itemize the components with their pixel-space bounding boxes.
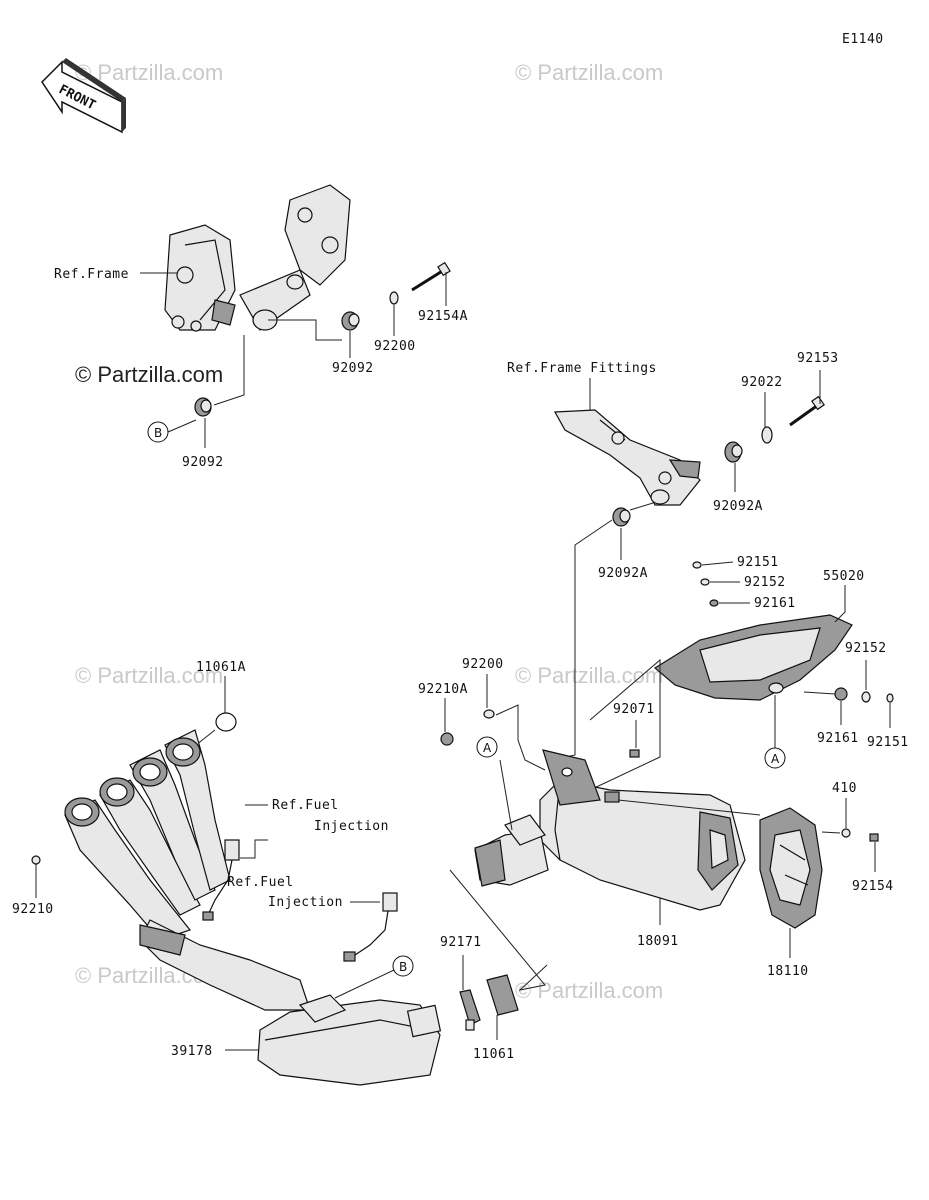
part-label-92171: 92171 bbox=[440, 935, 482, 950]
part-label-92161-b: 92161 bbox=[817, 731, 859, 746]
gasket-11061a-drawing bbox=[215, 712, 237, 732]
clamp-92171-drawing bbox=[459, 989, 481, 1031]
callout-b2-label: B bbox=[399, 960, 407, 974]
part-label-92153: 92153 bbox=[797, 351, 839, 366]
part-label-92152-a: 92152 bbox=[744, 575, 786, 590]
frame-fittings-drawing bbox=[554, 409, 701, 506]
part-label-18110: 18110 bbox=[767, 964, 809, 979]
gasket-11061-drawing bbox=[486, 974, 519, 1016]
cover-right-hardware-drawing bbox=[834, 687, 894, 703]
part-label-92161-a: 92161 bbox=[754, 596, 796, 611]
heat-cover-55020-drawing bbox=[653, 614, 853, 701]
part-label-92092A-a: 92092A bbox=[713, 499, 763, 514]
o2-sensor-1-drawing bbox=[202, 839, 240, 921]
part-label-92092A-b: 92092A bbox=[598, 566, 648, 581]
part-label-92154: 92154 bbox=[852, 879, 894, 894]
washer-92200-mid-drawing bbox=[483, 709, 495, 719]
muffler-cover-18110-drawing bbox=[759, 807, 823, 929]
bolt-92153-drawing bbox=[789, 395, 825, 427]
part-label-39178: 39178 bbox=[171, 1044, 213, 1059]
bolt-92154a-drawing bbox=[411, 261, 451, 292]
damper-92092-lower-drawing bbox=[194, 397, 212, 417]
part-label-92154A: 92154A bbox=[418, 309, 468, 324]
washer-92022-drawing bbox=[761, 426, 773, 444]
cover-hardware-drawing bbox=[692, 561, 719, 607]
washer-410-drawing bbox=[841, 828, 851, 838]
part-label-55020: 55020 bbox=[823, 569, 865, 584]
diagram-code: E1140 bbox=[842, 32, 884, 47]
part-label-11061: 11061 bbox=[473, 1047, 515, 1062]
part-label-92210A: 92210A bbox=[418, 682, 468, 697]
part-label-92022: 92022 bbox=[741, 375, 783, 390]
part-label-92152-b: 92152 bbox=[845, 641, 887, 656]
muffler-18091-drawing bbox=[474, 749, 746, 911]
watermark: © Partzilla.com bbox=[75, 663, 223, 688]
nut-92210a-drawing bbox=[440, 732, 454, 746]
callout-b2-circle bbox=[392, 955, 414, 977]
part-label-11061A: 11061A bbox=[196, 660, 246, 675]
pre-chamber-39178-drawing bbox=[257, 994, 442, 1086]
callout-a2-label: A bbox=[483, 741, 492, 755]
front-arrow-icon: FRONT bbox=[41, 58, 126, 134]
ref-fuel-injection-1b: Injection bbox=[314, 819, 389, 834]
ref-fuel-injection-1a: Ref.Fuel bbox=[272, 798, 339, 813]
damper-92092a-lower-drawing bbox=[612, 507, 631, 527]
part-label-92200-mid: 92200 bbox=[462, 657, 504, 672]
bolt-92154-drawing bbox=[869, 833, 879, 842]
part-label-92092-b: 92092 bbox=[182, 455, 224, 470]
part-label-92151-b: 92151 bbox=[867, 735, 909, 750]
callout-b-label: B bbox=[154, 426, 162, 440]
ref-fuel-injection-2b: Injection bbox=[268, 895, 343, 910]
watermark: © Partzilla.com bbox=[515, 978, 663, 1003]
part-label-410: 410 bbox=[832, 781, 857, 796]
exhaust-header-pipes-drawing bbox=[64, 729, 311, 1011]
damper-92092-drawing bbox=[341, 311, 360, 331]
washer-92200-drawing bbox=[389, 291, 399, 305]
ref-fuel-injection-2a: Ref.Fuel bbox=[227, 875, 294, 890]
frame-assembly-drawing bbox=[164, 184, 351, 332]
part-label-92151-a: 92151 bbox=[737, 555, 779, 570]
ref-frame-fittings-label: Ref.Frame Fittings bbox=[507, 361, 657, 376]
part-label-92071: 92071 bbox=[613, 702, 655, 717]
part-label-18091: 18091 bbox=[637, 934, 679, 949]
callout-a-circle bbox=[764, 747, 786, 769]
callout-a-label: A bbox=[771, 752, 780, 766]
callout-a2-circle bbox=[476, 736, 498, 758]
damper-92092a-drawing bbox=[724, 441, 743, 463]
part-label-92200-top: 92200 bbox=[374, 339, 416, 354]
callout-b-circle bbox=[147, 421, 169, 443]
part-label-92210: 92210 bbox=[12, 902, 54, 917]
watermark: © Partzilla.com bbox=[515, 60, 663, 85]
clip-92071-drawing bbox=[629, 749, 640, 758]
part-label-92092-a: 92092 bbox=[332, 361, 374, 376]
o2-sensor-2-drawing bbox=[343, 892, 398, 962]
watermark-main: © Partzilla.com bbox=[75, 362, 223, 387]
ref-frame-label: Ref.Frame bbox=[54, 267, 129, 282]
watermark: © Partzilla.com bbox=[515, 663, 663, 688]
nut-92210-drawing bbox=[31, 855, 41, 865]
